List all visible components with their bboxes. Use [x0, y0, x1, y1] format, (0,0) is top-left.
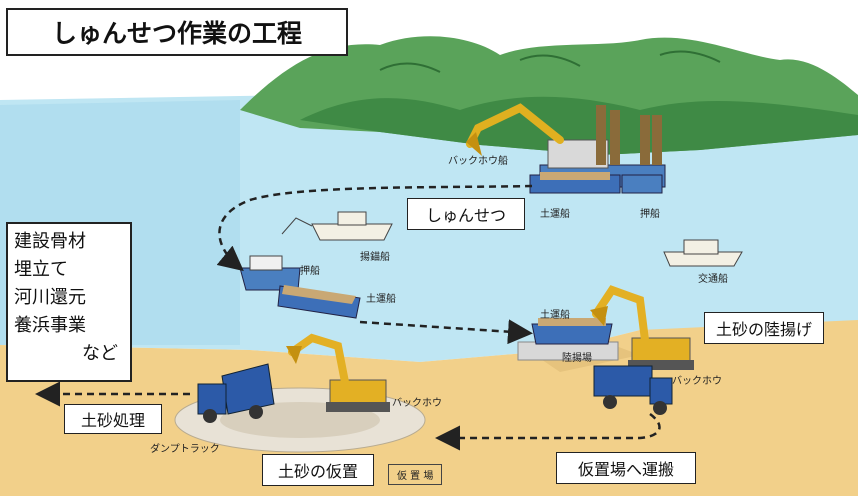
page-title: しゅんせつ作業の工程 — [6, 8, 348, 56]
backhoe-ship-label: バックホウ船 — [448, 156, 508, 167]
dump-truck-left — [197, 363, 275, 423]
anchor-ship — [281, 211, 393, 241]
barge-right-label: 土運船 — [540, 310, 570, 321]
use-item: 埋立て — [14, 259, 68, 280]
barge-right — [531, 318, 613, 345]
backhoe-right-label: バックホウ — [672, 376, 722, 387]
anchor-ship-label: 揚錨船 — [360, 252, 390, 263]
unloading-yard-label: 陸揚場 — [562, 353, 592, 364]
flow-arrow-3 — [435, 412, 661, 451]
flow-arrow-2 — [359, 319, 533, 345]
barge-top-label: 土運船 — [540, 209, 570, 220]
use-item: 養浜事業 — [14, 315, 86, 336]
barge-mid-label: 土運船 — [366, 294, 396, 305]
dump-truck-right — [593, 365, 673, 415]
use-item: 河川還元 — [14, 287, 86, 308]
backhoe-left-label: バックホウ — [392, 398, 442, 409]
label-unloading: 土砂の陸揚げ — [704, 312, 824, 344]
label-dredging: しゅんせつ — [407, 198, 525, 230]
backhoe-right — [590, 285, 694, 370]
use-item: など — [82, 343, 118, 364]
flow-arrow-1 — [216, 184, 533, 272]
traffic-ship — [663, 239, 743, 267]
pusher-barge-mid — [239, 255, 361, 319]
traffic-ship-label: 交通船 — [698, 274, 728, 285]
dump-truck-label: ダンプトラック — [150, 444, 220, 455]
backhoe-left — [286, 333, 390, 412]
uses-list: 建設骨材 埋立て 河川還元 養浜事業 など — [6, 222, 132, 382]
temp-yard-label: 仮 置 場 — [388, 464, 443, 485]
label-transport: 仮置場へ運搬 — [556, 452, 696, 484]
barge-top — [529, 172, 663, 194]
label-temporary: 土砂の仮置 — [262, 454, 374, 486]
use-item: 建設骨材 — [14, 231, 86, 252]
pusher-mid-label: 押船 — [300, 266, 320, 277]
pusher-top-label: 押船 — [640, 209, 660, 220]
label-disposal: 土砂処理 — [64, 404, 162, 434]
